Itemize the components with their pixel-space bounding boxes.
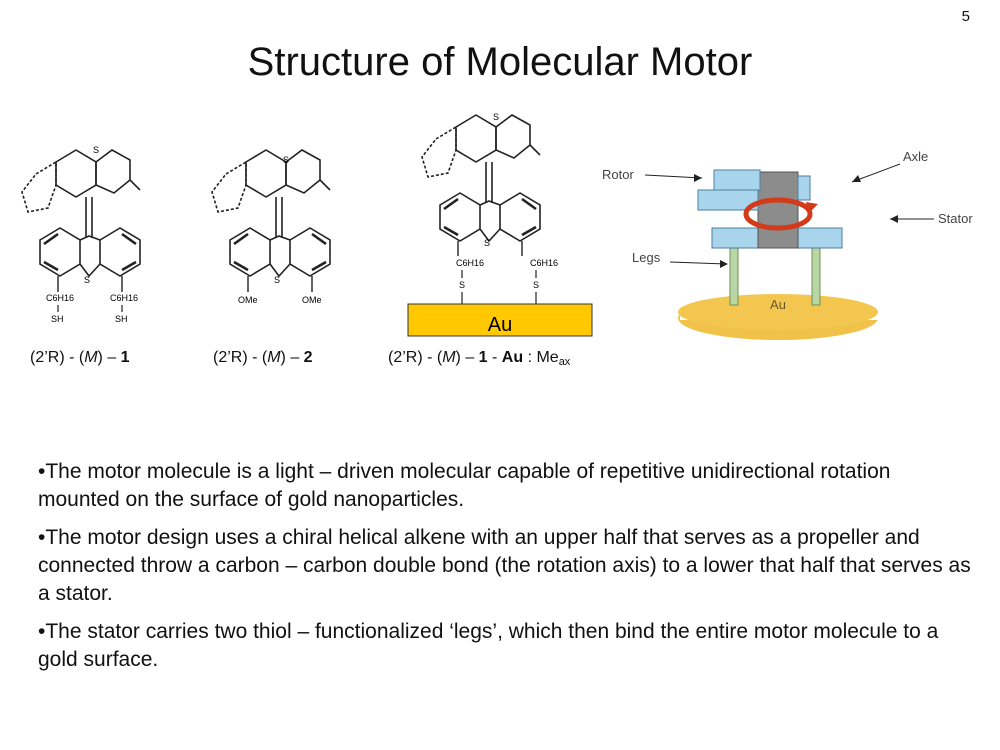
molecule-3: S S C6H16 C6H16 S S Au: [407, 112, 593, 337]
m2-sub-right: OMe: [302, 295, 322, 305]
m2-ring-s-lower: S: [274, 275, 280, 285]
m1-ring-s-lower: S: [84, 275, 90, 285]
leg-left: [729, 244, 739, 306]
bullet-item: •The stator carries two thiol – function…: [38, 620, 939, 671]
motor-diagram: Rotor Axle Stator Legs Au: [602, 149, 973, 340]
slide-number: 5: [961, 8, 970, 25]
m2-ring-s-upper: S: [283, 155, 289, 165]
molecule-1: S S C6H16 C6H16 SH SH: [20, 145, 142, 324]
m1-end-right: SH: [115, 314, 128, 324]
m2-sub-left: OMe: [238, 295, 258, 305]
legs-label: Legs: [632, 250, 661, 265]
bullet-item: •The motor molecule is a light – driven …: [38, 460, 891, 511]
bullet-list: •The motor molecule is a light – driven …: [38, 458, 978, 684]
au-label: Au: [770, 297, 786, 312]
molecule-2: S S OMe OMe: [210, 148, 332, 305]
caption-molecule-1: (2’R) - (M) – 1: [30, 349, 130, 366]
stator-label: Stator: [938, 211, 973, 226]
gold-surface-label: Au: [488, 314, 512, 336]
rotation-arrow: [743, 197, 813, 231]
leg-right: [811, 244, 821, 306]
rotor-label: Rotor: [602, 167, 634, 182]
axle-label: Axle: [903, 149, 928, 164]
m1-leg-left: C6H16: [46, 293, 74, 303]
rotor-block-top: [713, 169, 761, 191]
m1-ring-s-upper: S: [93, 145, 99, 155]
m3-end-left: S: [459, 280, 465, 290]
bullet-item: •The motor design uses a chiral helical …: [38, 526, 971, 605]
caption-molecule-2: (2’R) - (M) – 2: [213, 349, 313, 366]
m1-end-left: SH: [51, 314, 64, 324]
m3-ring-s-upper: S: [493, 112, 499, 122]
caption-molecule-3: (2’R) - (M) – 1 - Au : Meax: [388, 349, 571, 368]
m3-end-right: S: [533, 280, 539, 290]
axle-block: [757, 171, 799, 249]
m1-leg-right: C6H16: [110, 293, 138, 303]
m3-leg-left: C6H16: [456, 258, 484, 268]
slide-title: Structure of Molecular Motor: [247, 40, 753, 84]
m3-ring-s-lower: S: [484, 238, 490, 248]
gold-surface: [407, 303, 593, 337]
m3-leg-right: C6H16: [530, 258, 558, 268]
rotor-block-right: [797, 175, 811, 201]
